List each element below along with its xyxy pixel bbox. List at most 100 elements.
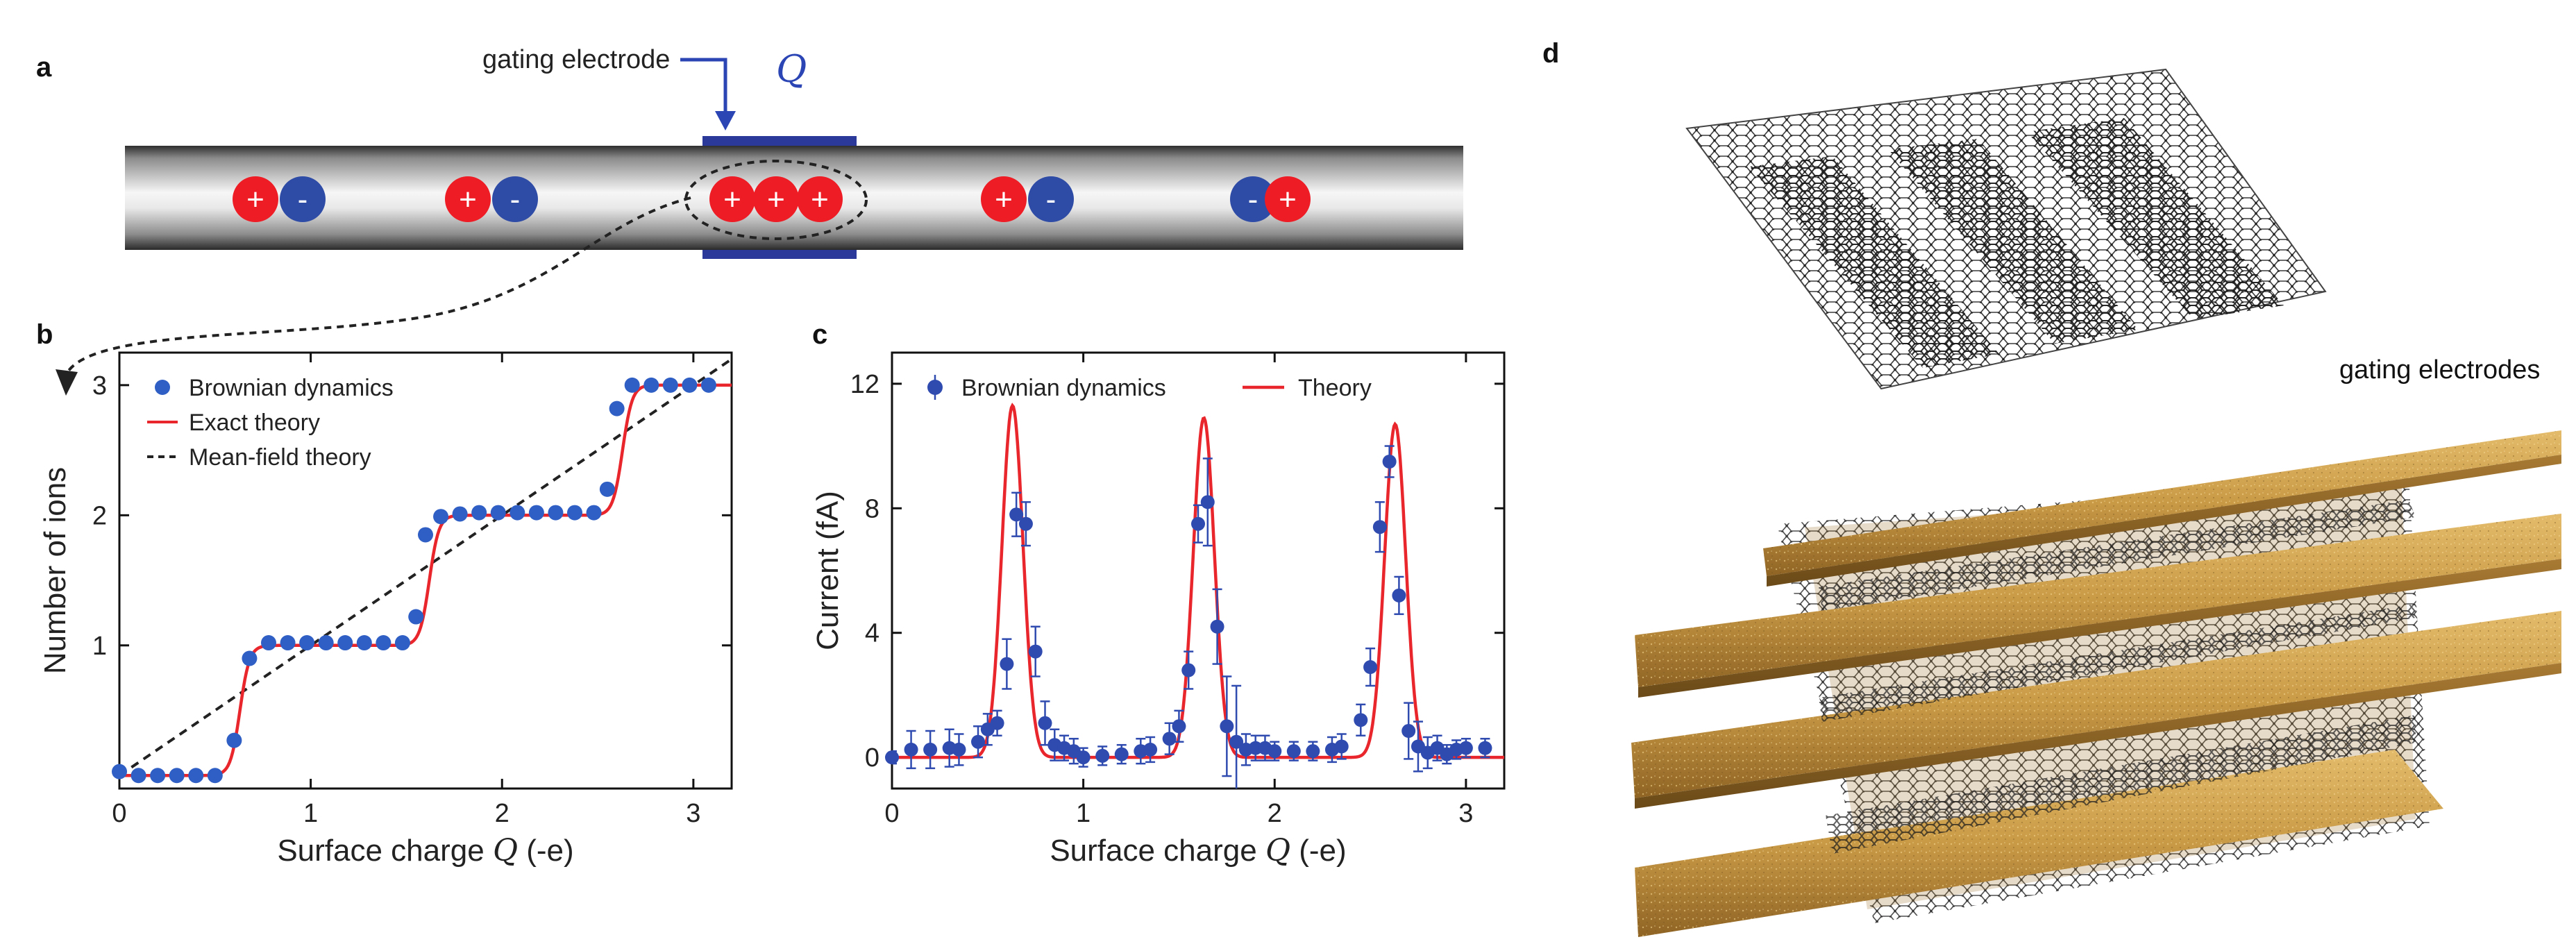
brownian-point [1143,742,1158,757]
brownian-point [599,481,615,497]
y-tick-label: 8 [865,494,879,523]
legend-label-theory: Theory [1298,375,1372,401]
brownian-point [990,716,1004,730]
x-tick-label: 1 [303,799,318,828]
charge-symbol: Q [776,47,807,91]
graphene-sheet [1685,68,2327,390]
brownian-point [1372,520,1387,534]
cation [1265,176,1311,222]
brownian-point [1392,588,1406,602]
brownian-point [1286,744,1301,759]
brownian-point [1229,734,1244,749]
plot-frame [118,351,733,790]
x-tick-label: 1 [1076,799,1091,828]
x-axis-label: Surface charge Q (-e) [277,833,573,868]
brownian-point [528,505,544,521]
brownian-point [1028,644,1043,659]
plus-sign: + [459,183,477,217]
brownian-point [356,635,372,651]
anion [1028,176,1074,222]
gated-ion-ellipse [684,160,868,240]
brownian-point [1038,716,1052,730]
gold-electrode-1 [1763,430,2561,587]
anion [1230,176,1276,222]
brownian-point [566,505,582,521]
brownian-point [299,635,315,651]
brownian-point [1191,516,1205,531]
brownian-point [408,609,424,625]
legend-marker-brownian [927,380,943,395]
x-tick-label: 2 [495,799,510,828]
minus-sign: - [510,183,521,217]
brownian-point [318,635,334,651]
brownian-point [376,635,392,651]
brownian-point [1268,744,1282,759]
brownian-point [394,635,410,651]
brownian-point [169,768,185,784]
legend-marker-brownian [155,380,170,395]
y-tick-label: 12 [850,370,879,399]
cation [753,176,799,222]
legend-label-brownian: Brownian dynamics [961,375,1166,401]
y-axis-label: Current (fA) [811,491,845,650]
legend-label-exact: Exact theory [189,410,320,436]
brownian-point [952,742,966,757]
plot-frame [891,351,1506,790]
brownian-point [624,377,640,393]
panel-label-b: b [36,319,53,350]
electrode-arrowhead [715,111,736,130]
electrode-arrow [680,58,727,117]
brownian-point [1009,507,1024,522]
brownian-point [1200,495,1215,509]
brownian-point [548,505,564,521]
brownian-point [1306,744,1320,759]
gold-electrode-4 [1635,750,2443,937]
bottom-electrode [702,247,857,259]
brownian-point [1458,741,1473,755]
brownian-point [700,377,716,393]
brownian-point [510,505,525,521]
brownian-point [586,505,602,521]
brownian-point [1114,747,1129,761]
brownian-point [490,505,506,521]
plus-sign: + [767,183,785,217]
zoom-connector-arrowhead [56,369,78,396]
brownian-point [1181,663,1196,677]
y-tick-label: 4 [865,619,879,648]
brownian-point [904,742,918,757]
plus-sign: + [246,183,264,217]
panel-d: d gating electrodes [1542,38,2561,937]
panel-label-c: c [812,319,827,350]
x-tick-label: 3 [686,799,700,828]
brownian-point [971,734,986,749]
brownian-point [337,635,353,651]
brownian-point [1018,516,1033,531]
brownian-point [433,509,449,525]
zoom-connector [65,196,691,376]
brownian-point [1334,739,1349,754]
brownian-point [112,764,127,779]
x-tick-label: 0 [112,799,126,828]
y-axis-label: Number of ions [38,467,72,674]
y-tick-label: 2 [92,501,107,530]
brownian-point [1076,750,1091,765]
electrode-label: gating electrode [482,45,670,74]
brownian-point [260,635,276,651]
mean-field-line [119,357,732,777]
brownian-point [1248,741,1263,755]
brownian-point [643,377,659,393]
x-tick-label: 3 [1458,799,1473,828]
brownian-point [471,505,487,521]
brownian-point [885,750,899,765]
brownian-point [1000,657,1014,671]
brownian-point [609,401,625,416]
brownian-point [226,732,242,748]
brownian-point [452,506,468,522]
cation [445,176,491,222]
brownian-point [150,768,166,784]
plus-sign: + [723,183,741,217]
